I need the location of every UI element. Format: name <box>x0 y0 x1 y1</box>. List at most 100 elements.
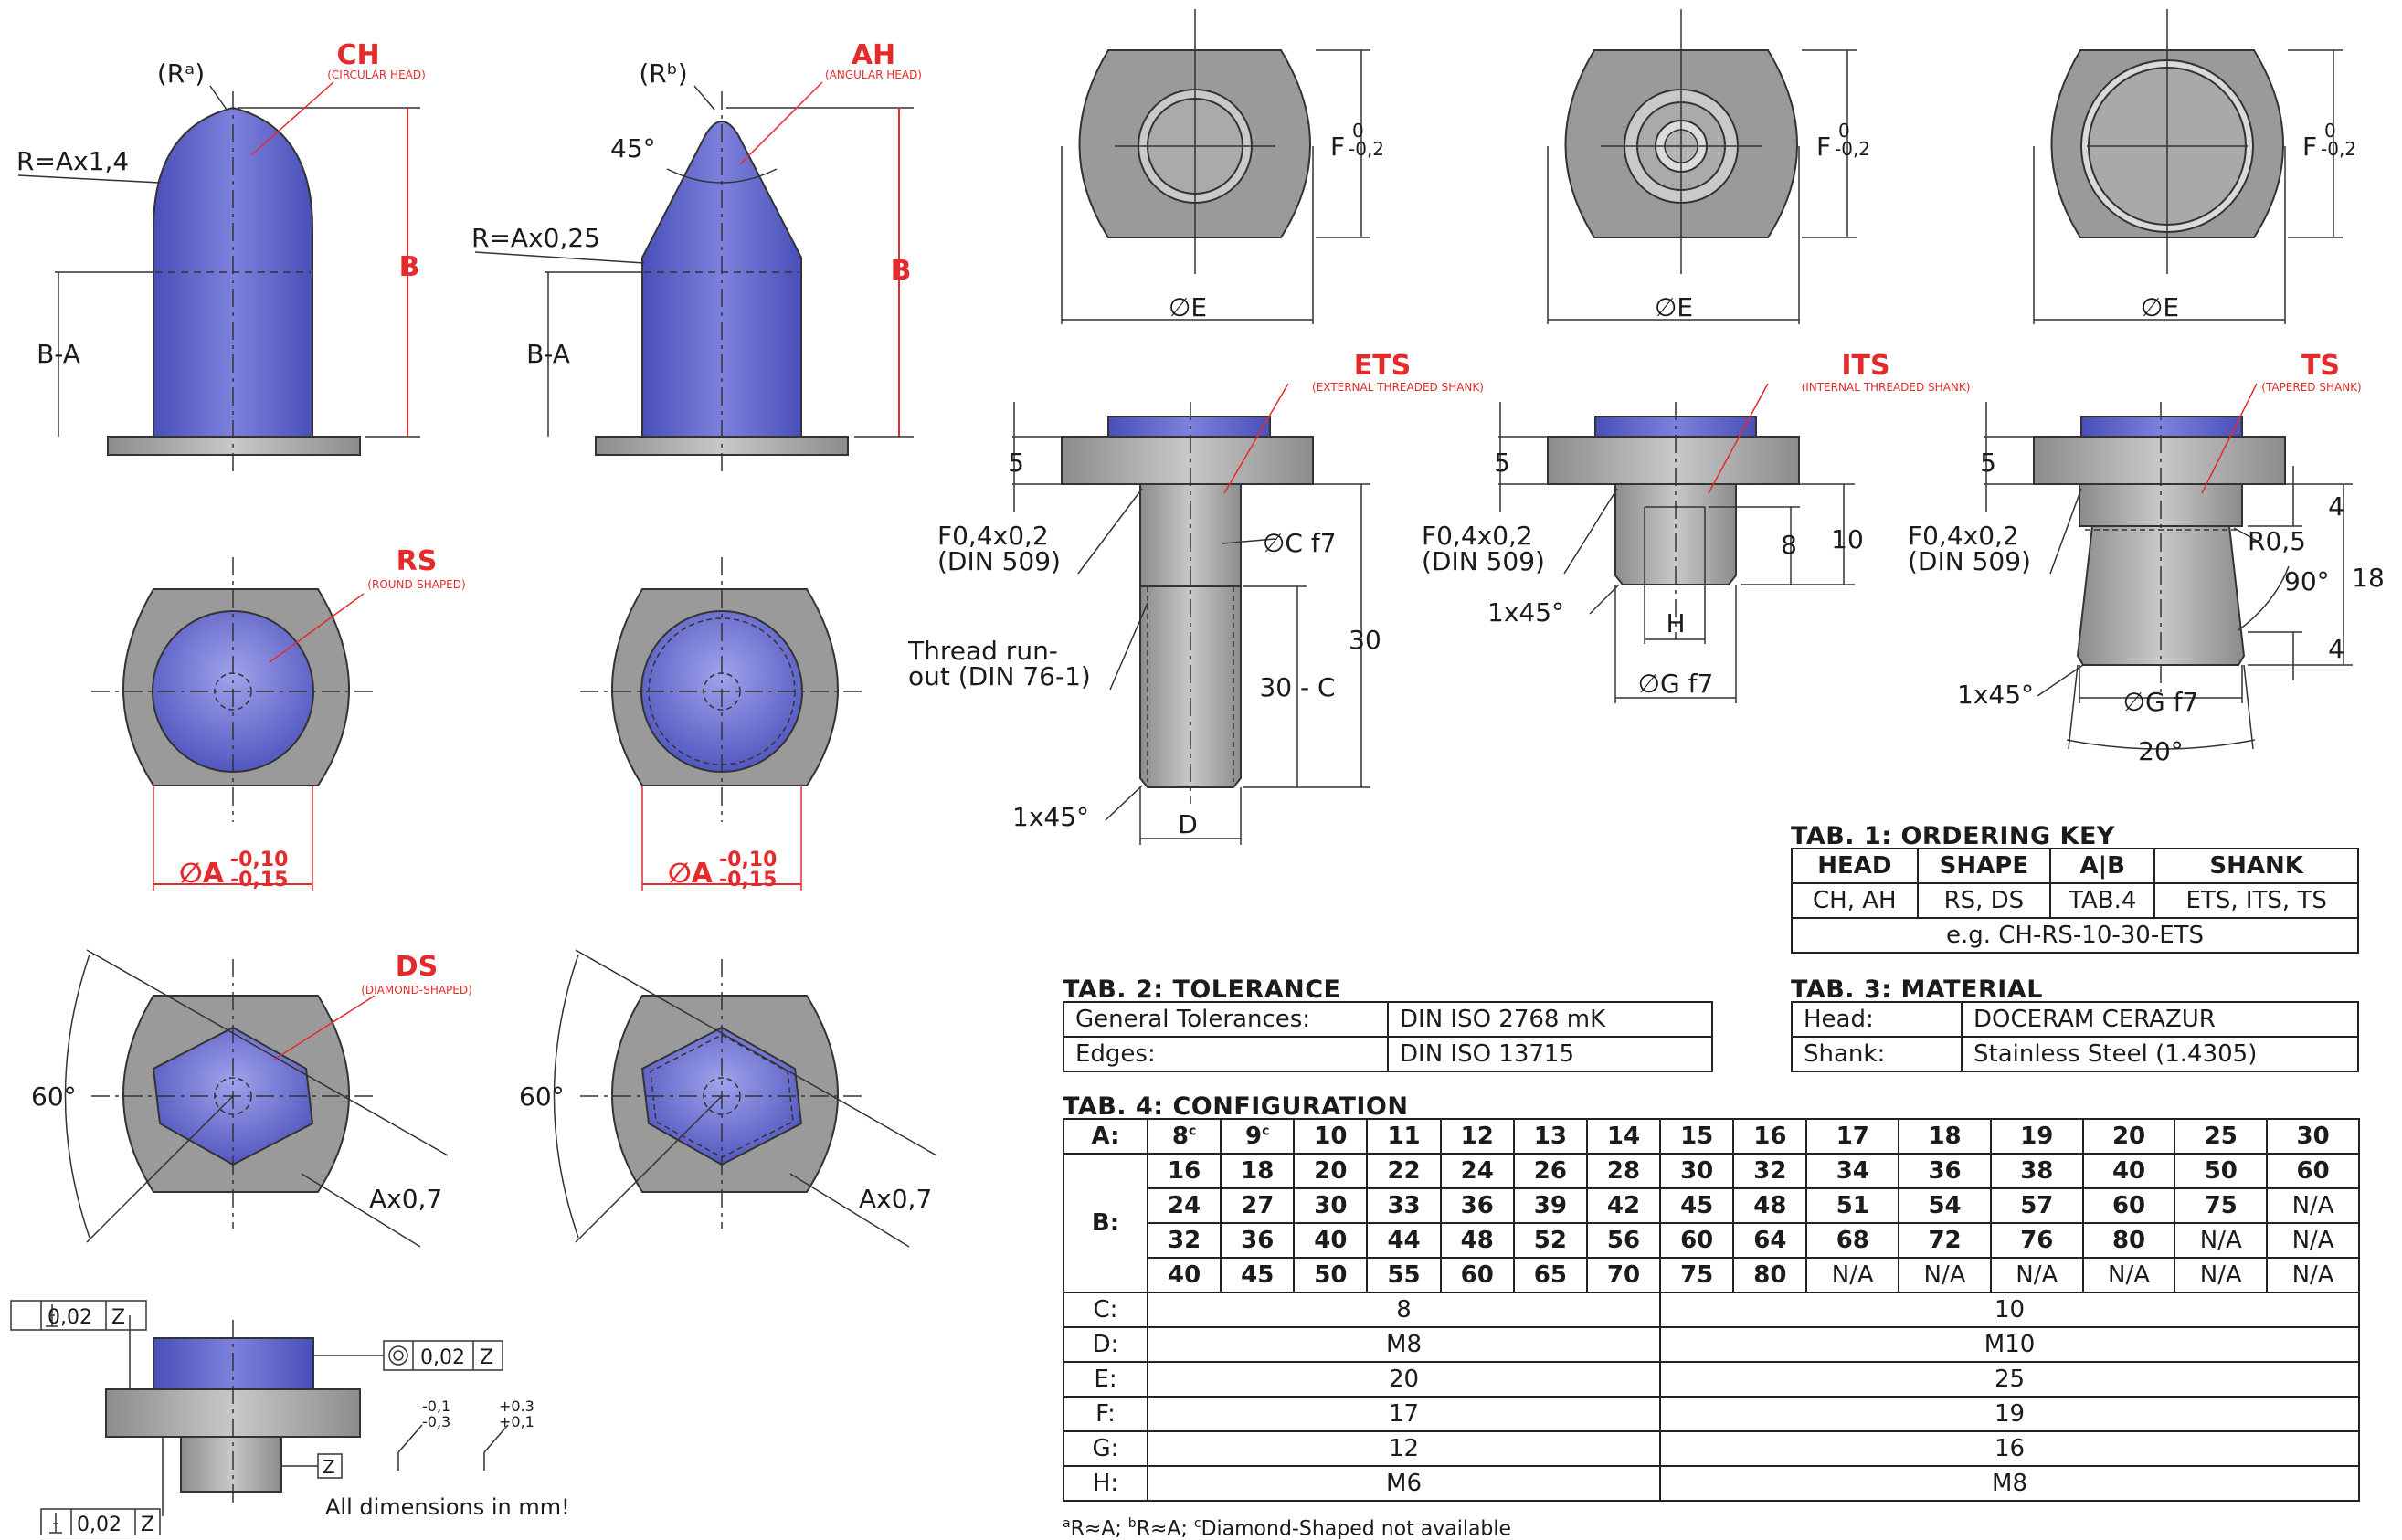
ds-top-view <box>64 949 449 1248</box>
tab4-a-cell: 20 <box>2081 1118 2176 1155</box>
tab4-b-cell: 33 <box>1366 1187 1442 1224</box>
ets-desc: (EXTERNAL THREADED SHANK) <box>1312 381 1484 394</box>
tab4-b-cell: 40 <box>1293 1222 1369 1259</box>
tab4-b-cell: 28 <box>1585 1153 1662 1189</box>
tab1-cell: CH, AH <box>1791 882 1919 919</box>
tab4-b-cell: 57 <box>1989 1187 2084 1224</box>
tab4-b-cell: 76 <box>1989 1222 2084 1259</box>
ts-r: R0,5 <box>2248 526 2306 556</box>
tab4-b-cell: N/A <box>2266 1257 2360 1293</box>
tab4-rest-label: G: <box>1063 1430 1148 1467</box>
ets-thread-len: 30 - C <box>1259 672 1335 702</box>
tab4-b-cell: 75 <box>2174 1187 2269 1224</box>
gdt-datum-conc: Z <box>480 1346 493 1369</box>
ah-desc: (ANGULAR HEAD) <box>825 69 922 81</box>
tab4-b-cell: N/A <box>2266 1222 2360 1259</box>
ah-angle: 45° <box>610 133 656 163</box>
rs-desc: (ROUND-SHAPED) <box>367 578 465 591</box>
ts-code: TS <box>2301 350 2340 382</box>
tab1-example: e.g. CH-RS-10-30-ETS <box>1791 917 2359 954</box>
ts-end-chamfer: 1x45° <box>1957 680 2034 710</box>
ts-g: ∅G f7 <box>2123 687 2199 717</box>
tab4-b-cell: 80 <box>1732 1257 1808 1293</box>
tab4-b-cell: 56 <box>1585 1222 1662 1259</box>
tab4-b-cell: 27 <box>1220 1187 1296 1224</box>
tab4-b-cell: 60 <box>1659 1222 1735 1259</box>
tab4-b-cell: N/A <box>2174 1222 2269 1259</box>
ts-side-view <box>1984 383 2353 750</box>
tab4-b-cell: 51 <box>1805 1187 1900 1224</box>
tab4-rest-v1: 12 <box>1146 1430 1662 1467</box>
gdt-perp-top: 0,02 <box>48 1306 92 1329</box>
tab1-cell: TAB.4 <box>2049 882 2156 919</box>
its-end-chamfer: 1x45° <box>1487 597 1564 628</box>
tab4-a-cell: 12 <box>1439 1118 1515 1155</box>
ch-head-side-view <box>17 81 420 475</box>
ts-top: 4 <box>2328 491 2344 522</box>
rs-top-view-ah <box>580 557 863 891</box>
tab1-header: SHANK <box>2153 848 2359 884</box>
tab4-a-value: 18 <box>1928 1123 1962 1150</box>
tab4-b-cell: N/A <box>1989 1257 2084 1293</box>
ch-desc: (CIRCULAR HEAD) <box>327 69 426 81</box>
tab4-rest-v2: M10 <box>1659 1326 2360 1363</box>
its-depth2: 10 <box>1831 524 1864 554</box>
tab4-b-cell: 30 <box>1659 1153 1735 1189</box>
ds-flat: Ax0,7 <box>369 1184 442 1214</box>
ets-thread1: Thread run- <box>907 636 1058 666</box>
tab1-header: HEAD <box>1791 848 1919 884</box>
gdt-datum-top: Z <box>111 1306 125 1329</box>
tab4-rest-label: E: <box>1063 1361 1148 1398</box>
tab4-rest-label: H: <box>1063 1465 1148 1502</box>
tab4-rest-v2: 19 <box>1659 1396 2360 1432</box>
ets-e: ∅E <box>1169 292 1207 322</box>
gdt-example <box>10 1300 509 1535</box>
ets-f: F <box>1330 132 1345 162</box>
tab4-b-cell: 30 <box>1293 1187 1369 1224</box>
tab4-b-cell: 65 <box>1512 1257 1588 1293</box>
tab4-b-cell: 64 <box>1732 1222 1808 1259</box>
tab4-a-value: 25 <box>2204 1123 2238 1150</box>
tab4-a-cell: 8c <box>1146 1118 1222 1155</box>
tab4-a-value: 15 <box>1680 1123 1714 1150</box>
ets-f-tol-up: 0 <box>1352 120 1364 142</box>
tab4-a-value: 10 <box>1314 1123 1348 1150</box>
tab4-rest-v2: 10 <box>1659 1292 2360 1328</box>
gdt-tol-a1: -0,1 <box>422 1398 450 1415</box>
ts-f-tol-up: 0 <box>2324 120 2336 142</box>
tab2-title: TAB. 2: TOLERANCE <box>1063 976 1341 1004</box>
its-h: H <box>1666 608 1685 638</box>
tab1-title: TAB. 1: ORDERING KEY <box>1791 822 2115 850</box>
tab4-rest-v2: 25 <box>1659 1361 2360 1398</box>
tab4-b-cell: 50 <box>2174 1153 2269 1189</box>
tab4-rest-label: D: <box>1063 1326 1148 1363</box>
tab1-cell: RS, DS <box>1916 882 2052 919</box>
rs-code: RS <box>397 545 438 577</box>
tab4-a-value: 12 <box>1460 1123 1494 1150</box>
tab4-label-b: B: <box>1063 1153 1148 1293</box>
ets-chamfer: F0,4x0,2 <box>937 521 1049 551</box>
tab4-b-cell: 55 <box>1366 1257 1442 1293</box>
its-f: F <box>1816 132 1831 162</box>
ordering-key-table: HEAD SHAPE A|B SHANK CH, AH RS, DS TAB.4… <box>1791 848 2359 954</box>
tab4-a-value: 19 <box>2020 1123 2054 1150</box>
tab4-b-cell: 36 <box>1220 1222 1296 1259</box>
tab4-b-cell: 24 <box>1146 1187 1222 1224</box>
tab4-b-cell: 20 <box>1293 1153 1369 1189</box>
rs2-tol-upper: -0,10 <box>719 849 777 871</box>
tab4-rest-label: F: <box>1063 1396 1148 1432</box>
gdt-perp-bot: 0,02 <box>77 1514 122 1535</box>
ets-thread2: out (DIN 76-1) <box>908 661 1091 691</box>
tab2-key: General Tolerances: <box>1063 1001 1389 1038</box>
tab4-b-cell: 50 <box>1293 1257 1369 1293</box>
footnote-b: R≈ <box>1136 1517 1168 1540</box>
gdt-datum-box: Z <box>323 1456 335 1478</box>
tab4-b-cell: 16 <box>1146 1153 1222 1189</box>
